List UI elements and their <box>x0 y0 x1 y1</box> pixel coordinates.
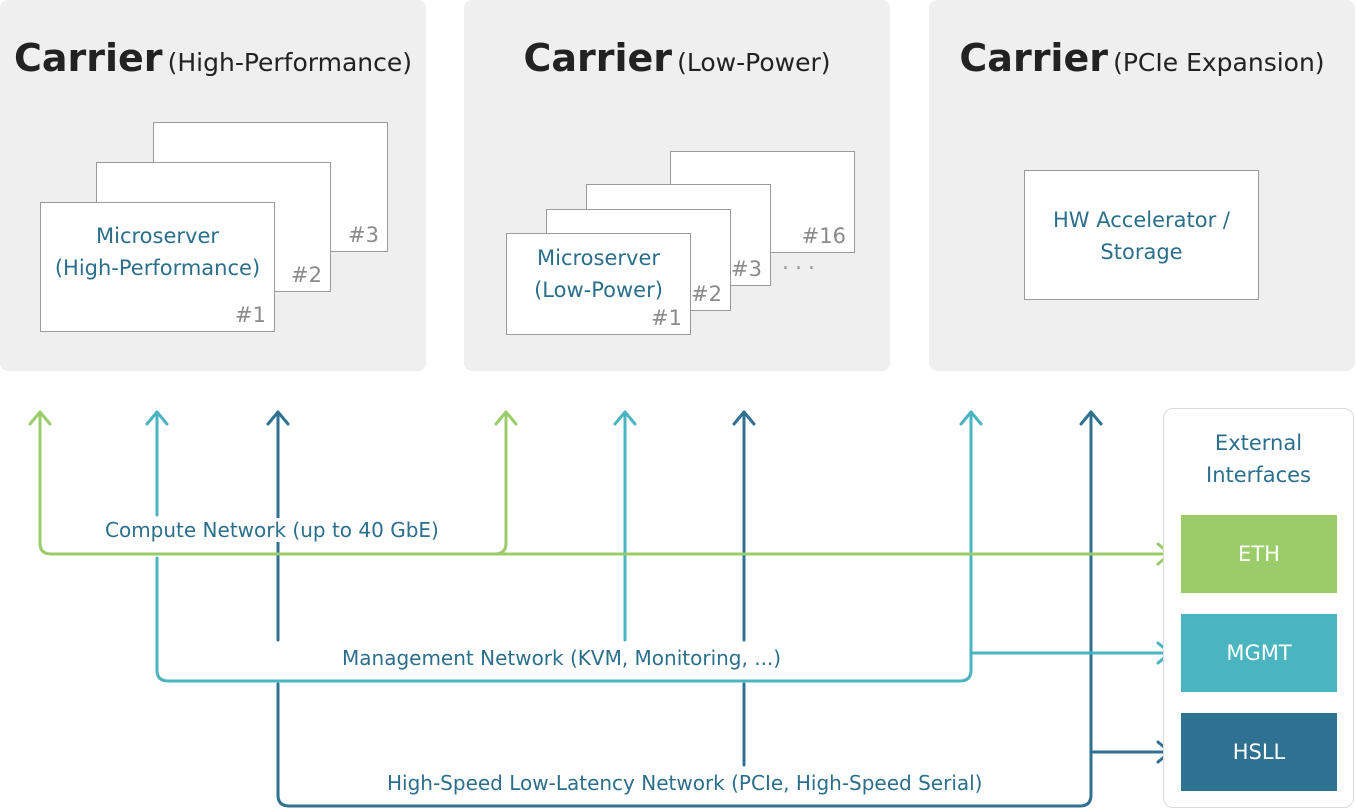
carrier-title: Carrier (High-Performance) <box>0 36 426 80</box>
card-label-line1: Microserver <box>96 224 219 248</box>
card-label-line1: Microserver <box>537 246 660 270</box>
card-number: #2 <box>291 263 322 287</box>
hsll-interface-label: HSLL <box>1232 740 1286 764</box>
card-number: #1 <box>651 306 682 330</box>
carrier-title-main: Carrier <box>523 36 673 80</box>
external-interfaces-title-line2: Interfaces <box>1206 463 1311 487</box>
ellipsis: ... <box>782 250 821 275</box>
carrier-title-main: Carrier <box>959 36 1108 80</box>
external-interfaces-title-line1: External <box>1214 431 1303 455</box>
mgmt-interface: MGMT <box>1181 614 1337 692</box>
external-interfaces-panel: External Interfaces ETH MGMT HSLL <box>1163 408 1354 808</box>
card-label-line2: Storage <box>1100 240 1183 264</box>
mgmt-interface-label: MGMT <box>1226 641 1292 665</box>
carrier-title: Carrier (PCIe Expansion) <box>929 36 1355 80</box>
carrier-title-main: Carrier <box>13 36 163 80</box>
carrier-low-power: Carrier (Low-Power) #16 #3 ... #2 Micros… <box>464 0 890 371</box>
card-number: #1 <box>235 303 266 327</box>
card-number: #3 <box>348 223 379 247</box>
carrier-pcie-expansion: Carrier (PCIe Expansion) HW Accelerator … <box>929 0 1355 371</box>
carrier-high-performance: Carrier (High-Performance) #3 #2 Microse… <box>0 0 426 371</box>
hw-accelerator-card: HW Accelerator / Storage <box>1024 170 1259 300</box>
eth-interface: ETH <box>1181 515 1337 593</box>
microserver-card-1: Microserver (Low-Power) #1 <box>506 233 691 335</box>
compute-network-label: Compute Network (up to 40 GbE) <box>102 518 442 542</box>
carrier-title: Carrier (Low-Power) <box>464 36 890 80</box>
card-number: #16 <box>801 224 846 248</box>
card-label-line1: HW Accelerator / <box>1053 208 1230 232</box>
card-label-line2: (Low-Power) <box>534 278 663 302</box>
carrier-title-sub: (PCIe Expansion) <box>1113 48 1325 77</box>
carrier-title-sub: (Low-Power) <box>677 48 831 77</box>
management-network-label: Management Network (KVM, Monitoring, ...… <box>339 646 785 670</box>
hsll-network-lines <box>266 410 1172 808</box>
management-network-lines <box>145 410 1172 683</box>
card-label: HW Accelerator / Storage <box>1025 204 1258 268</box>
carrier-title-sub: (High-Performance) <box>167 48 413 77</box>
card-number: #3 <box>731 257 762 281</box>
card-label: Microserver (Low-Power) <box>507 242 690 306</box>
eth-interface-label: ETH <box>1238 542 1280 566</box>
hsll-network-label: High-Speed Low-Latency Network (PCIe, Hi… <box>384 771 986 795</box>
microserver-card-1: Microserver (High-Performance) #1 <box>40 202 275 332</box>
card-number: #2 <box>691 282 722 306</box>
card-label-line2: (High-Performance) <box>54 256 261 280</box>
card-label: Microserver (High-Performance) <box>41 220 274 284</box>
hsll-interface: HSLL <box>1181 713 1337 791</box>
external-interfaces-title: External Interfaces <box>1164 427 1353 491</box>
